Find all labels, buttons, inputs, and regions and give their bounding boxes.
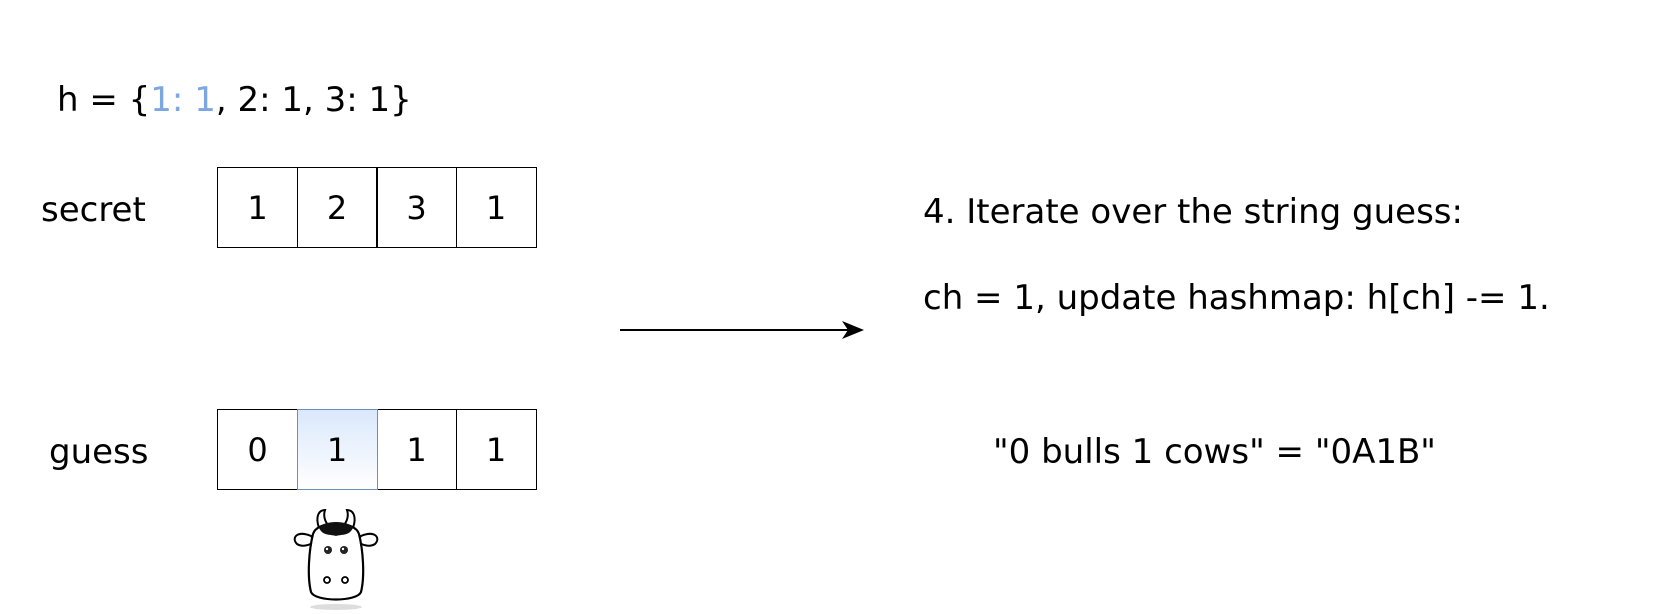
guess-cell: 1 bbox=[455, 409, 537, 490]
hashmap-highlighted-entry: 1: 1 bbox=[150, 80, 216, 120]
guess-cell: 1 bbox=[376, 409, 457, 490]
step-update: ch = 1, update hashmap: h[ch] -= 1. bbox=[923, 278, 1550, 318]
hashmap-state: h = {1: 1, 2: 1, 3: 1} bbox=[57, 80, 412, 120]
hashmap-rest: , 2: 1, 3: 1} bbox=[215, 80, 412, 120]
secret-cell: 2 bbox=[296, 167, 378, 248]
secret-cells: 1 2 3 1 bbox=[217, 167, 537, 248]
secret-cell: 3 bbox=[376, 167, 457, 248]
secret-cell: 1 bbox=[455, 167, 537, 248]
guess-label: guess bbox=[49, 432, 149, 472]
cow-icon bbox=[293, 508, 379, 610]
secret-cell: 1 bbox=[217, 167, 298, 248]
guess-cells: 0 1 1 1 bbox=[217, 409, 537, 490]
guess-cell-current: 1 bbox=[296, 409, 378, 490]
step-title: 4. Iterate over the string guess: bbox=[923, 192, 1463, 232]
secret-label: secret bbox=[41, 190, 146, 230]
arrow-right-icon bbox=[620, 321, 864, 339]
guess-cell: 0 bbox=[217, 409, 298, 490]
step-result: "0 bulls 1 cows" = "0A1B" bbox=[993, 432, 1436, 472]
hashmap-prefix: h = { bbox=[57, 80, 151, 120]
